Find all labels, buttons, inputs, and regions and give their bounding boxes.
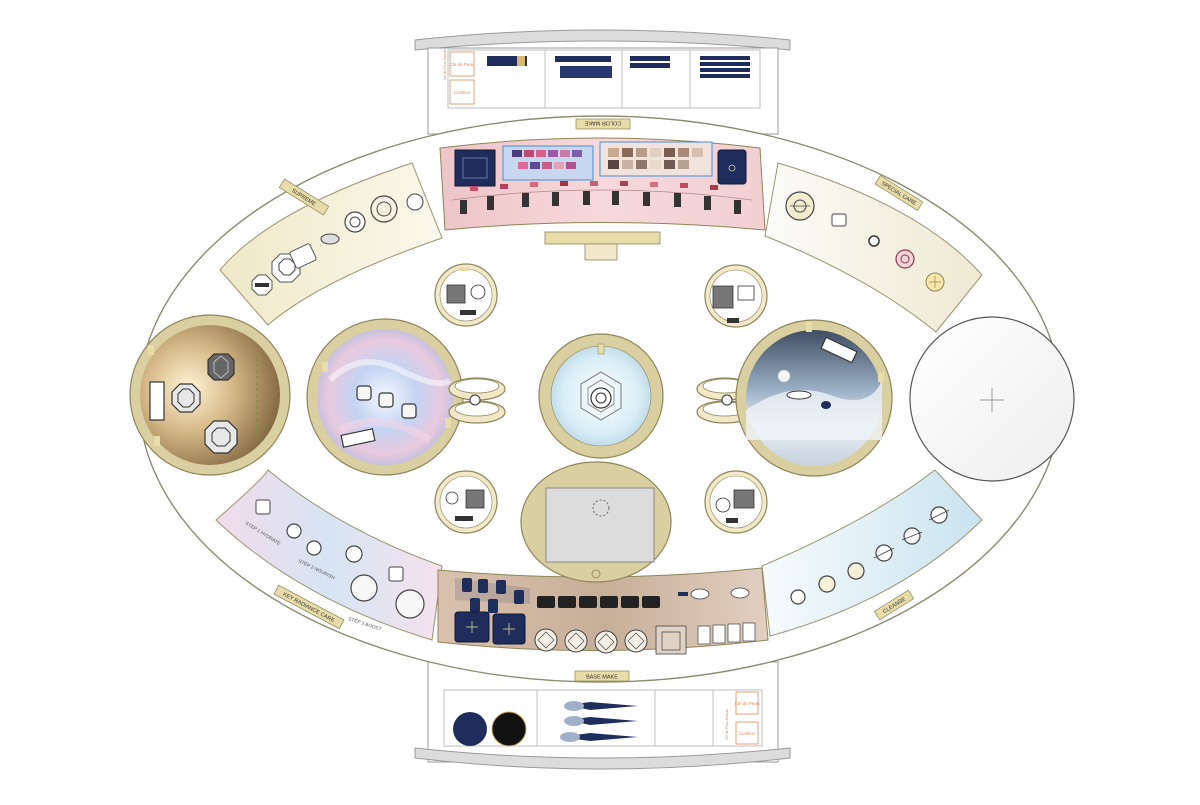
swatch-row — [470, 181, 718, 191]
special-care-label-plaque — [874, 175, 924, 211]
top-cushion-tile — [449, 79, 475, 105]
key-radiance-care-panel: STEP 1 HYDRATE STEP 2 NOURISH STEP 3 BOO… — [215, 469, 443, 641]
compact-icon — [717, 149, 747, 185]
left-ring-connector — [448, 377, 506, 424]
color-make-shelf — [544, 231, 661, 245]
special-care-panel: SPECIAL CARE — [764, 162, 983, 333]
round-jar-icon — [306, 540, 322, 556]
bottom-cushion-text: Cushion — [739, 731, 756, 736]
key-radiance-label-plaque — [273, 584, 345, 630]
bottom-vertical-sign: Clé de Peau Beauté — [725, 709, 729, 740]
lipstick-row — [460, 191, 741, 214]
small-tester-table-tl — [434, 263, 498, 327]
bottom-oval-table — [520, 461, 672, 583]
color-make-label-plaque — [575, 118, 631, 130]
bottom-display-module: Clé de Peau Cushion Clé de Peau Beauté — [414, 661, 791, 770]
round-jar-icon — [395, 589, 425, 619]
center-display — [538, 333, 664, 459]
brush-icon — [560, 701, 638, 742]
round-jar-icon — [590, 387, 612, 409]
color-make-unit: COLOR MAKE — [439, 118, 766, 261]
powder-jars — [534, 628, 648, 654]
small-tester-table-br — [704, 470, 768, 534]
crosshair-icon — [980, 388, 1004, 412]
round-jar-icon — [406, 193, 424, 211]
top-logo-text: Clé de Peau — [450, 62, 475, 67]
foundation-bottles — [462, 578, 524, 613]
compact-icon — [320, 233, 340, 245]
base-make-label-plaque — [574, 670, 630, 682]
opal-display — [306, 318, 464, 476]
top-display-module: Clé de Peau Cushion Clé de Peau Beauté — [414, 29, 791, 135]
base-make-unit: BASE MAKE — [437, 567, 769, 682]
logo-mark-icon — [591, 569, 601, 579]
octagon-jar-icon — [251, 274, 273, 296]
round-jar-icon — [847, 562, 865, 580]
sky-display — [735, 319, 893, 477]
round-jar-icon — [345, 545, 363, 563]
eyeshadow-palette — [599, 141, 713, 177]
top-vertical-sign: Clé de Peau Beauté — [443, 49, 447, 80]
small-tester-table-tr — [704, 264, 768, 328]
bottom-logo-text: Clé de Peau — [735, 701, 760, 706]
bottom-logo-tile — [735, 691, 759, 715]
left-gold-display — [129, 314, 291, 476]
octagon-jar-icon — [204, 420, 238, 454]
octagon-jar-icon — [171, 383, 201, 413]
cushion-compact-icon — [453, 712, 487, 746]
mirror-icon — [545, 487, 655, 563]
round-jar-icon — [818, 575, 836, 593]
right-white-display — [909, 316, 1075, 482]
palette-tiles — [697, 622, 756, 645]
cleanse-panel: CLEANSE — [761, 469, 983, 637]
round-jar-icon — [350, 574, 378, 602]
round-jar-icon — [286, 523, 302, 539]
bottom-cushion-tile — [735, 721, 759, 745]
color-make-label: COLOR MAKE — [584, 120, 621, 126]
top-logo-tile — [449, 51, 475, 77]
round-jar-icon — [344, 211, 366, 233]
cleanse-label-plaque — [873, 589, 915, 621]
round-jar-icon — [895, 249, 915, 269]
cushion-compact-icon — [491, 711, 527, 747]
round-jar-icon — [790, 589, 806, 605]
base-make-label: BASE MAKE — [586, 675, 618, 681]
top-cushion-text: Cushion — [454, 90, 471, 95]
supreme-label-plaque — [278, 178, 330, 216]
compact-row — [537, 596, 660, 608]
small-tester-table-bl — [434, 470, 498, 534]
supreme-panel: SUPREME — [219, 162, 443, 326]
palette-display — [454, 149, 496, 187]
round-jar-icon — [370, 195, 398, 223]
